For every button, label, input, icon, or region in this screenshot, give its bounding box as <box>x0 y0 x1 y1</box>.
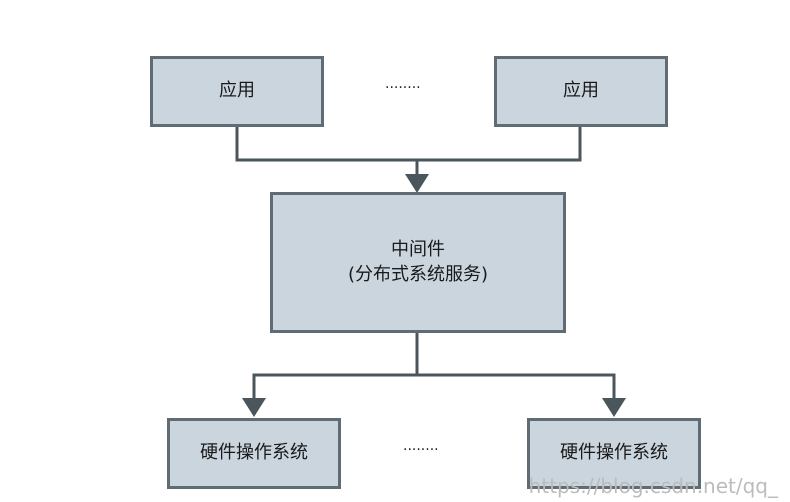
hardware-os-label-right: 硬件操作系统 <box>560 442 668 464</box>
hardware-os-label-left: 硬件操作系统 <box>200 442 308 464</box>
watermark-url: https://blog.csdn.net/qq_ <box>528 474 778 498</box>
ellipsis-top: ········ <box>385 80 421 96</box>
connector-app-left <box>235 127 417 162</box>
application-label-right: 应用 <box>563 80 599 102</box>
middleware-title: 中间件 <box>391 239 445 261</box>
connector-app-right <box>417 127 582 162</box>
connector-os-left <box>252 373 417 400</box>
middleware-box: 中间件 (分布式系统服务) <box>270 192 566 333</box>
application-box-left: 应用 <box>150 56 324 127</box>
application-label-left: 应用 <box>219 80 255 102</box>
arrow-head-os-left <box>242 398 266 417</box>
connector-os-right <box>417 373 616 400</box>
ellipsis-bottom: ········ <box>403 442 439 458</box>
arrow-head-middleware <box>405 174 429 193</box>
hardware-os-box-right: 硬件操作系统 <box>527 418 701 489</box>
hardware-os-box-left: 硬件操作系统 <box>167 418 341 489</box>
arrow-head-os-right <box>602 398 626 417</box>
middleware-subtitle: (分布式系统服务) <box>347 263 489 285</box>
application-box-right: 应用 <box>494 56 668 127</box>
